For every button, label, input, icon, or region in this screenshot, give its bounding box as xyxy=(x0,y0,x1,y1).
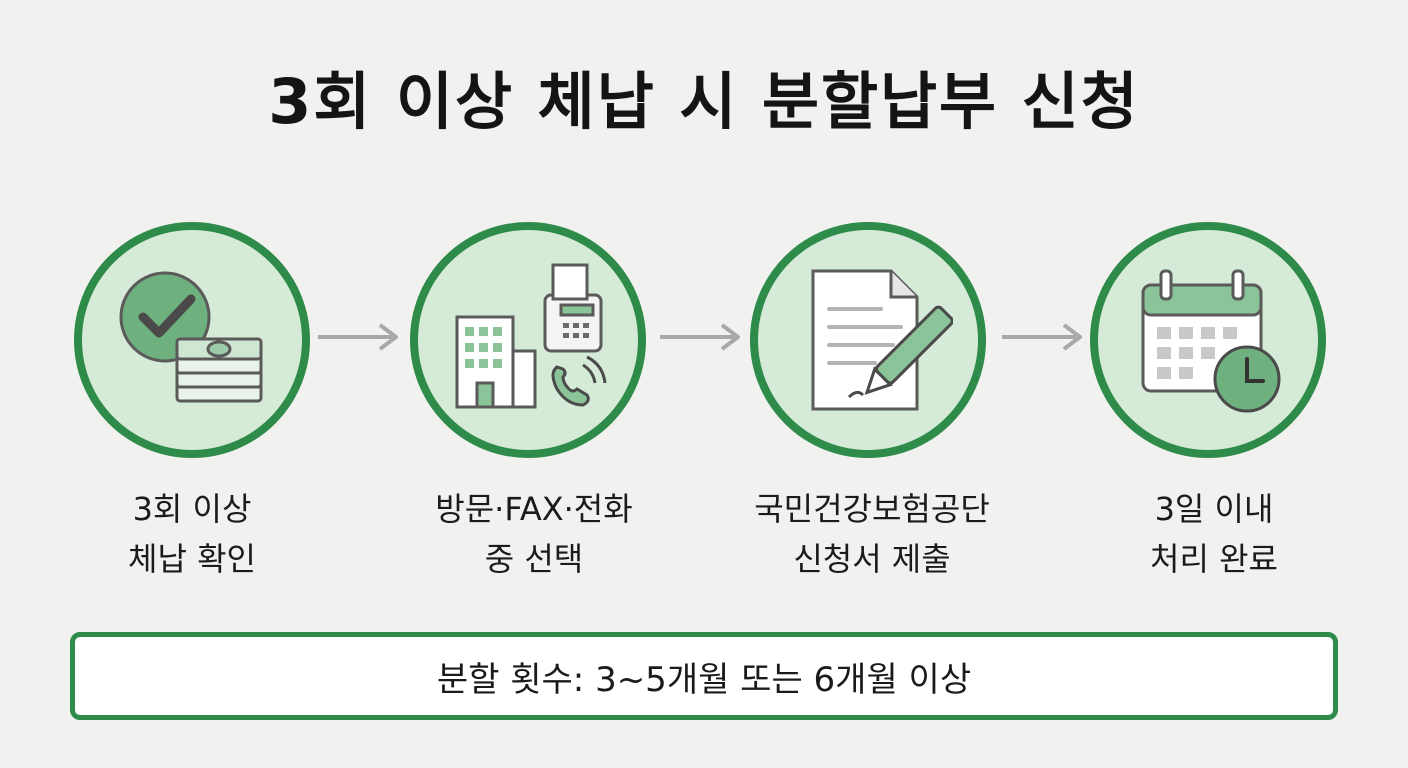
installment-info-text: 분할 횟수: 3~5개월 또는 6개월 이상 xyxy=(436,659,972,700)
arrow-icon xyxy=(318,323,398,351)
document-pen-icon xyxy=(811,269,953,411)
step-4-circle xyxy=(1090,222,1326,458)
step-1-label: 3회 이상 체납 확인 xyxy=(128,490,256,578)
arrow-icon xyxy=(660,323,740,351)
arrow-icon xyxy=(1002,323,1082,351)
calendar-clock-icon xyxy=(1141,269,1281,413)
step-2-circle xyxy=(410,222,646,458)
step-1-circle xyxy=(74,222,310,458)
installment-info-box: 분할 횟수: 3~5개월 또는 6개월 이상 xyxy=(70,632,1338,720)
step-3-circle xyxy=(750,222,986,458)
step-4-label: 3일 이내 처리 완료 xyxy=(1150,490,1278,578)
step-2-label: 방문·FAX·전화 중 선택 xyxy=(435,490,633,578)
page-title: 3회 이상 체납 시 분할납부 신청 xyxy=(268,65,1140,138)
building-fax-phone-icon xyxy=(455,263,607,409)
step-3-label: 국민건강보험공단 신청서 제출 xyxy=(754,490,990,578)
check-money-icon xyxy=(119,271,263,403)
